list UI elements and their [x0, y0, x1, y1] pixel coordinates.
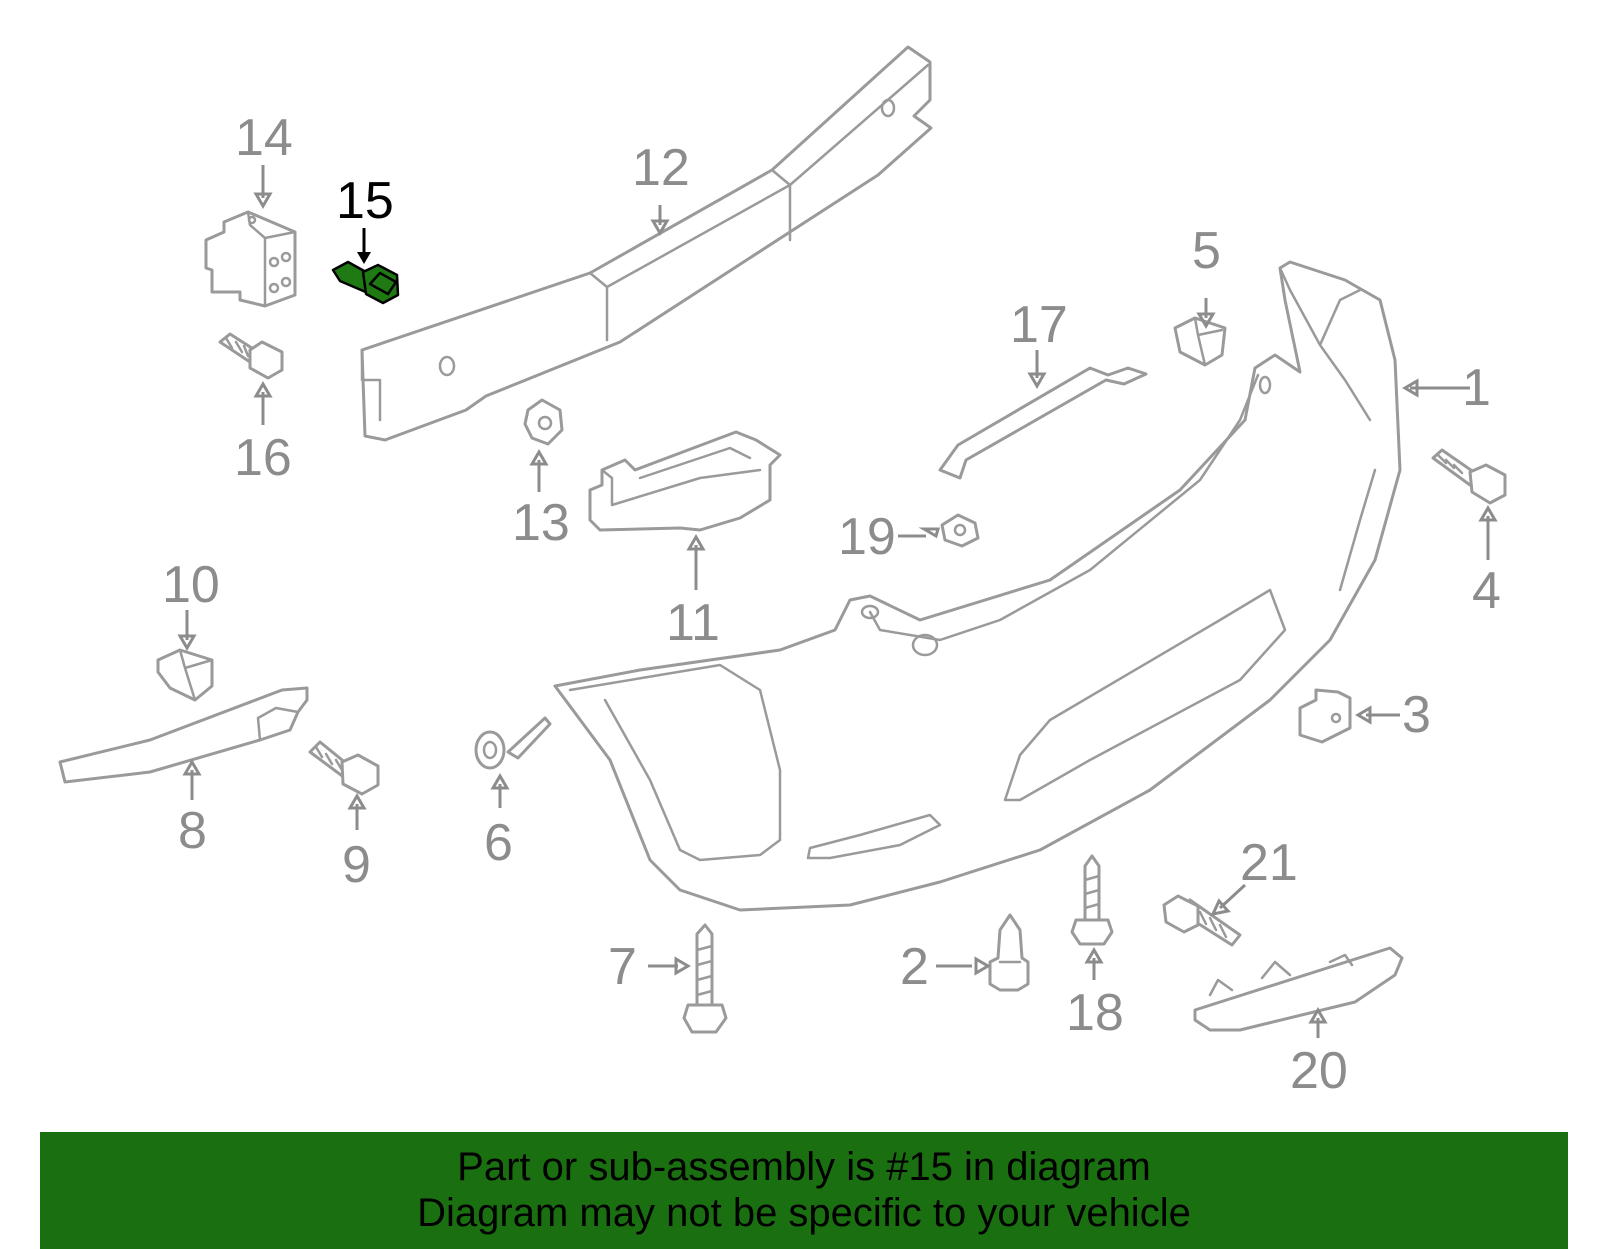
- part-10-clip: [156, 648, 214, 702]
- callout-15-leader: [357, 228, 371, 264]
- part-3-clip: [1298, 688, 1352, 744]
- part-13-nut: [523, 398, 564, 446]
- callout-1: 1: [1462, 359, 1491, 417]
- part-17-strip: [938, 366, 1148, 480]
- banner-line-2: Diagram may not be specific to your vehi…: [417, 1191, 1191, 1235]
- callout-4: 4: [1472, 562, 1501, 620]
- part-19-nut: [940, 513, 980, 548]
- part-1-bumper-cover: [553, 260, 1402, 912]
- callout-7: 7: [608, 938, 637, 996]
- part-8-strip: [58, 686, 309, 784]
- callout-18: 18: [1066, 984, 1124, 1042]
- callout-5: 5: [1192, 222, 1221, 280]
- part-21-bolt: [1162, 894, 1242, 947]
- callout-3: 3: [1402, 686, 1431, 744]
- part-16-bolt: [218, 332, 284, 380]
- part-14-bracket: [204, 210, 297, 308]
- callout-11: 11: [666, 594, 720, 652]
- part-4-bolt: [1431, 448, 1507, 505]
- callout-21: 21: [1240, 834, 1298, 892]
- callout-10: 10: [162, 556, 220, 614]
- callout-9: 9: [342, 836, 371, 894]
- callout-15-highlighted: 15: [336, 172, 394, 230]
- part-20-reflector: [1193, 946, 1404, 1032]
- part-9-bolt: [308, 740, 380, 796]
- callout-12: 12: [632, 139, 690, 197]
- callout-2: 2: [900, 938, 929, 996]
- part-11-bracket: [588, 430, 782, 532]
- part-5-clip: [1173, 316, 1227, 367]
- callout-19: 19: [838, 508, 896, 566]
- part-15-bolt-highlighted: [331, 260, 400, 305]
- callout-14: 14: [235, 109, 293, 167]
- callout-17: 17: [1010, 296, 1068, 354]
- callout-6: 6: [484, 814, 513, 872]
- callout-16: 16: [234, 429, 292, 487]
- part-12-reinforcement-beam: [360, 45, 933, 442]
- callout-leaders: [177, 165, 1498, 1038]
- part-2-push-pin: [988, 913, 1030, 992]
- callout-8: 8: [178, 802, 207, 860]
- info-banner: Part or sub-assembly is #15 in diagram D…: [40, 1132, 1568, 1249]
- part-7-screw: [682, 923, 728, 1034]
- callout-13: 13: [512, 494, 570, 552]
- callout-20: 20: [1290, 1042, 1348, 1100]
- part-6-clip: [474, 716, 552, 770]
- banner-line-1: Part or sub-assembly is #15 in diagram: [457, 1145, 1151, 1189]
- part-18-screw: [1070, 854, 1114, 946]
